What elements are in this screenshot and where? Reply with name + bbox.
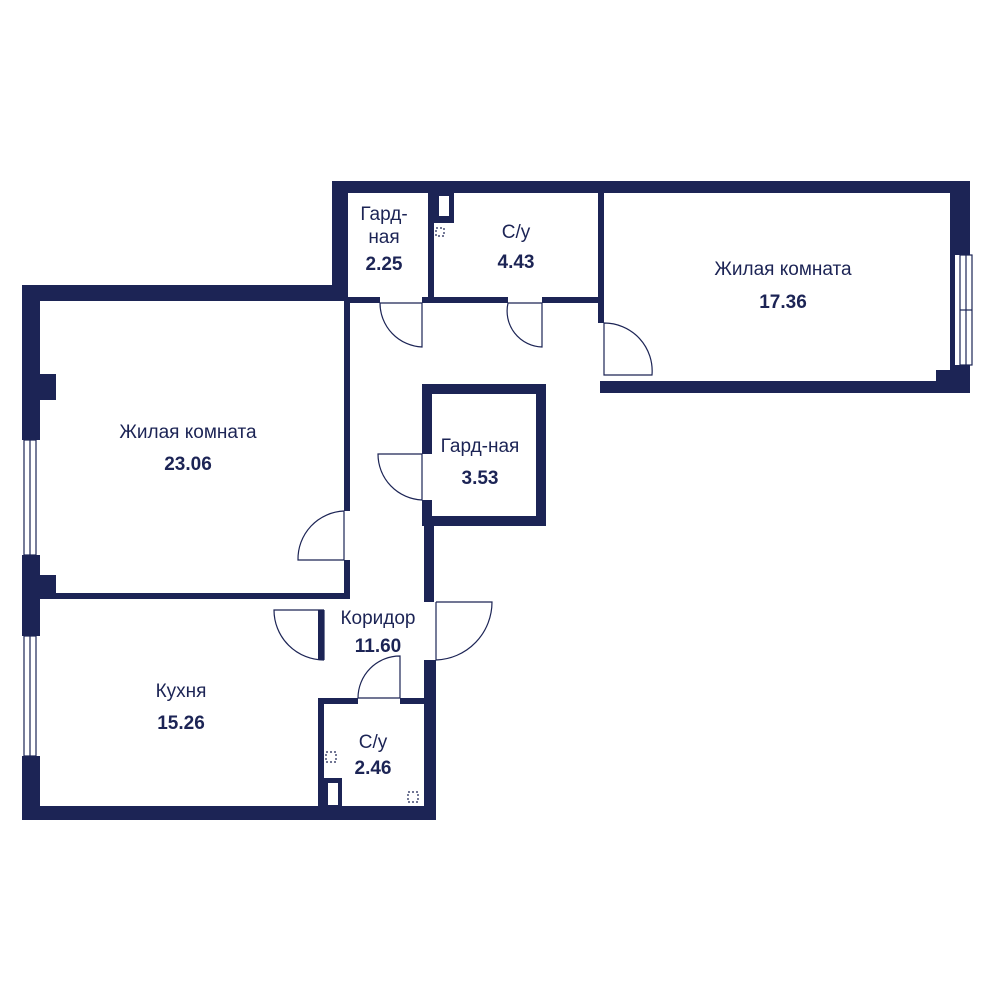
corridor-label: Коридор [340, 608, 415, 629]
living-room-1-area: 17.36 [759, 292, 807, 313]
wardrobe-2-area: 3.53 [462, 468, 499, 489]
corridor-area: 11.60 [355, 636, 402, 657]
bathroom-1-label: С/у [502, 222, 531, 243]
door-living-room-1 [603, 322, 653, 376]
door-entrance [435, 601, 493, 661]
room-labels: Гард- ная 2.25 С/у 4.43 Жилая комната 17… [119, 204, 852, 779]
bathroom-2-label: С/у [359, 732, 388, 753]
inner-walls [40, 193, 604, 810]
wardrobe-1-label-line2: ная [368, 227, 399, 248]
wardrobe-2-label: Гард-ная [441, 436, 520, 457]
doors [273, 302, 653, 699]
wardrobe-1-area: 2.25 [366, 254, 403, 275]
kitchen-label: Кухня [156, 681, 207, 702]
wardrobe-1-label-line1: Гард- [360, 204, 407, 225]
door-kitchen [273, 609, 325, 661]
window-kitchen [20, 635, 42, 757]
fixtures [325, 227, 445, 803]
door-living-room-2 [297, 510, 345, 561]
living-room-1-label: Жилая комната [714, 259, 852, 280]
door-bathroom-2 [357, 655, 401, 699]
door-bathroom-1 [506, 302, 543, 348]
door-wardrobe-2 [377, 453, 423, 501]
living-room-2-area: 23.06 [164, 454, 212, 475]
bathroom-2-area: 2.46 [355, 758, 392, 779]
door-wardrobe-1 [379, 302, 423, 348]
living-room-2-label: Жилая комната [119, 422, 257, 443]
bathroom-1-area: 4.43 [498, 252, 535, 273]
windows [20, 254, 975, 757]
window-living-room-right [955, 254, 975, 366]
kitchen-area: 15.26 [157, 713, 205, 734]
window-living-room-left [20, 439, 42, 556]
